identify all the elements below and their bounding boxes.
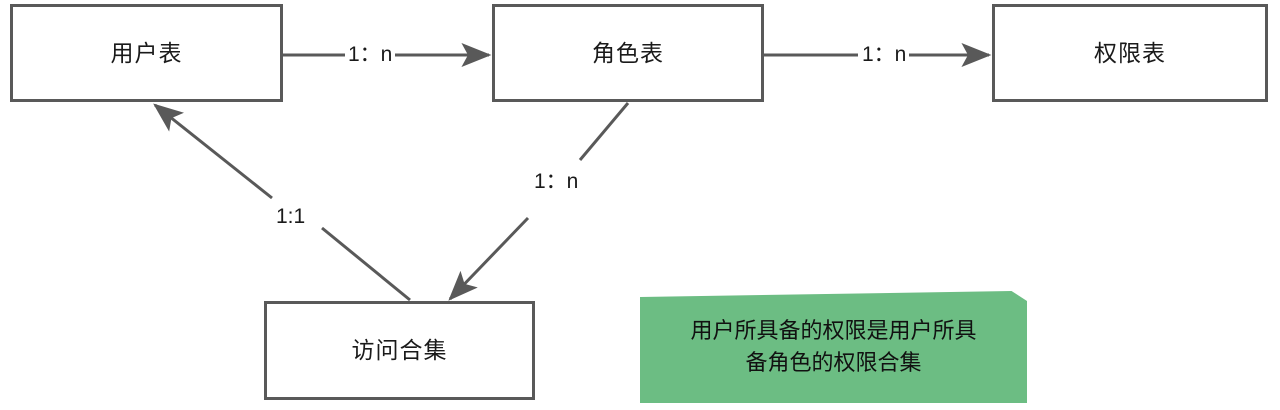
permission-note-line-1: 用户所具备的权限是用户所具	[690, 318, 977, 344]
node-permission-table-label: 权限表	[1094, 39, 1166, 66]
node-access-set-label: 访问合集	[351, 337, 448, 363]
node-user-table-label: 用户表	[110, 39, 183, 66]
permission-note[interactable]: 用户所具备的权限是用户所具 备角色的权限合集	[640, 291, 1027, 403]
node-role-table-label: 角色表	[592, 39, 664, 66]
node-access-set[interactable]: 访问合集	[264, 301, 535, 400]
node-permission-table[interactable]: 权限表	[992, 4, 1268, 102]
edge-label-role-to-access: 1：n	[534, 170, 579, 193]
edge-label-user-to-role: 1：n	[345, 42, 396, 67]
edge-label-role-to-perm: 1：n	[859, 42, 910, 67]
permission-note-line-2: 备角色的权限合集	[745, 350, 922, 375]
edge-label-access-to-user: 1:1	[276, 205, 306, 228]
node-role-table[interactable]: 角色表	[492, 4, 764, 102]
edge-role-to-access	[448, 102, 630, 301]
edge-access-to-user	[153, 103, 411, 302]
node-user-table[interactable]: 用户表	[10, 4, 283, 102]
